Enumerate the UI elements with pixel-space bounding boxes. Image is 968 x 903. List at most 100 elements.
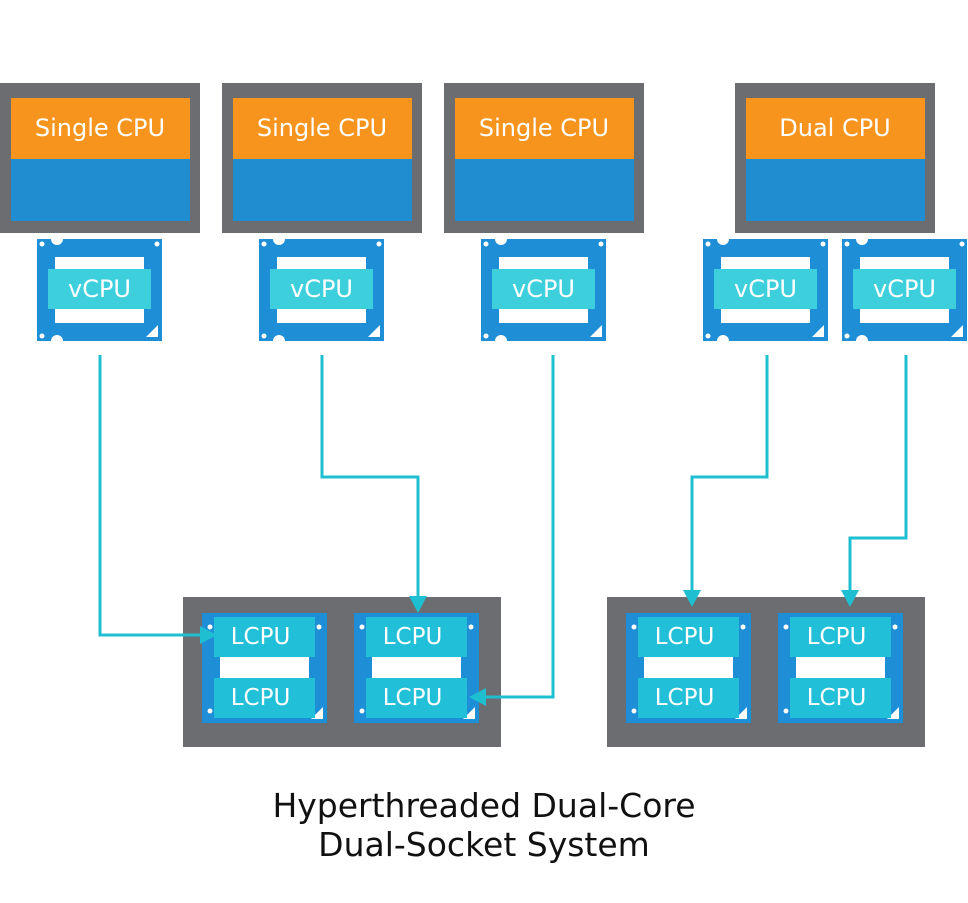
arrow-vcpu4-head bbox=[683, 590, 701, 607]
mapping-arrows bbox=[98, 355, 908, 699]
chip-pin-dot bbox=[483, 333, 489, 339]
chip-pin-dot bbox=[207, 624, 213, 630]
lcpu-label-bar bbox=[366, 617, 467, 657]
vcpu-label: vCPU bbox=[512, 275, 575, 303]
vcpu-chip: vCPU bbox=[481, 233, 606, 347]
chip-pin-dot bbox=[261, 333, 267, 339]
chip-pin-dot bbox=[844, 333, 850, 339]
chip-notch bbox=[717, 233, 729, 245]
chip-corner-mark bbox=[812, 325, 824, 337]
chip-notch bbox=[856, 233, 868, 245]
chip-pin-dot bbox=[705, 241, 711, 247]
vm-body bbox=[233, 159, 412, 221]
lcpu-label-bar bbox=[790, 678, 891, 718]
chip-pin-dot bbox=[376, 241, 382, 247]
vm-box: Single CPU bbox=[222, 83, 422, 233]
chip-label-bar bbox=[48, 269, 151, 309]
vm-label: Dual CPU bbox=[779, 114, 891, 142]
arrow-vcpu5-head bbox=[841, 590, 859, 607]
vm-box: Single CPU bbox=[0, 83, 200, 233]
chip-notch bbox=[495, 335, 507, 347]
chip-pin-dot bbox=[154, 241, 160, 247]
chip-pin-dot bbox=[316, 624, 322, 630]
chip-label-bar bbox=[853, 269, 956, 309]
chip-pin-dot bbox=[844, 241, 850, 247]
arrow-vcpu3 bbox=[484, 355, 555, 699]
vm-header bbox=[455, 98, 634, 159]
socket: LCPU LCPU LCPU LCPU bbox=[607, 597, 925, 747]
chip-notch bbox=[51, 233, 63, 245]
vm-body bbox=[11, 159, 190, 221]
vm-body bbox=[746, 159, 925, 221]
lcpu-label-bar bbox=[214, 678, 315, 718]
chip-pin-dot bbox=[631, 624, 637, 630]
lcpu-label: LCPU bbox=[655, 624, 715, 650]
arrow-vcpu1 bbox=[98, 355, 202, 637]
vcpu-chip: vCPU bbox=[259, 233, 384, 347]
chip-corner-mark bbox=[146, 325, 158, 337]
vm-body bbox=[455, 159, 634, 221]
chip-label-bar bbox=[492, 269, 595, 309]
vm-label: Single CPU bbox=[257, 114, 387, 142]
core-chip: LCPU LCPU bbox=[202, 613, 327, 723]
vcpu-label: vCPU bbox=[68, 275, 131, 303]
chip-pin-dot bbox=[740, 624, 746, 630]
lcpu-label-bar bbox=[638, 678, 739, 718]
chip-pin-dot bbox=[483, 241, 489, 247]
arrow-vcpu1-head bbox=[200, 626, 217, 644]
lcpu-label: LCPU bbox=[383, 624, 443, 650]
chip-pin-dot bbox=[959, 241, 965, 247]
chip-label-bar bbox=[270, 269, 373, 309]
chip-pin-dot bbox=[359, 624, 365, 630]
chip-pin-dot bbox=[39, 241, 45, 247]
vcpu-chip: vCPU bbox=[703, 233, 828, 347]
lcpu-label-bar bbox=[366, 678, 467, 718]
vm-label: Single CPU bbox=[35, 114, 165, 142]
core-chip: LCPU LCPU bbox=[778, 613, 903, 723]
chip-pin-dot bbox=[783, 708, 789, 714]
chip-notch bbox=[273, 233, 285, 245]
chip-corner-mark bbox=[951, 325, 963, 337]
vm-box: Dual CPU bbox=[735, 83, 935, 233]
lcpu-label: LCPU bbox=[655, 685, 715, 711]
core-chip: LCPU LCPU bbox=[354, 613, 479, 723]
lcpu-label: LCPU bbox=[383, 685, 443, 711]
chip-corner-mark bbox=[590, 325, 602, 337]
vcpu-label: vCPU bbox=[873, 275, 936, 303]
chip-pin-dot bbox=[783, 624, 789, 630]
vm-header bbox=[746, 98, 925, 159]
vcpu-chip: vCPU bbox=[842, 233, 967, 347]
chip-notch bbox=[495, 233, 507, 245]
lcpu-label: LCPU bbox=[231, 624, 291, 650]
vm-box: Single CPU bbox=[444, 83, 644, 233]
lcpu-label: LCPU bbox=[807, 624, 867, 650]
chip-pin-dot bbox=[631, 708, 637, 714]
chip-notch bbox=[856, 335, 868, 347]
chip-pin-dot bbox=[892, 624, 898, 630]
chip-pin-dot bbox=[705, 333, 711, 339]
arrow-vcpu2 bbox=[320, 355, 420, 598]
chip-notch bbox=[717, 335, 729, 347]
lcpu-label-bar bbox=[790, 617, 891, 657]
chip-notch bbox=[51, 335, 63, 347]
lcpu-label: LCPU bbox=[807, 685, 867, 711]
arrow-vcpu4 bbox=[690, 355, 769, 592]
socket: LCPU LCPU LCPU LCPU bbox=[183, 597, 501, 747]
chip-pin-dot bbox=[820, 241, 826, 247]
arrow-vcpu2-head bbox=[409, 596, 427, 613]
chip-pin-dot bbox=[207, 708, 213, 714]
lcpu-label: LCPU bbox=[231, 685, 291, 711]
core-chip: LCPU LCPU bbox=[626, 613, 751, 723]
lcpu-label-bar bbox=[214, 617, 315, 657]
vcpu-label: vCPU bbox=[734, 275, 797, 303]
chip-pin-dot bbox=[468, 624, 474, 630]
vm-header bbox=[233, 98, 412, 159]
chip-pin-dot bbox=[598, 241, 604, 247]
arrow-vcpu3-head bbox=[469, 688, 486, 706]
vm-header bbox=[11, 98, 190, 159]
vm-label: Single CPU bbox=[479, 114, 609, 142]
vcpu-chip: vCPU bbox=[37, 233, 162, 347]
arrow-vcpu5 bbox=[848, 355, 908, 592]
